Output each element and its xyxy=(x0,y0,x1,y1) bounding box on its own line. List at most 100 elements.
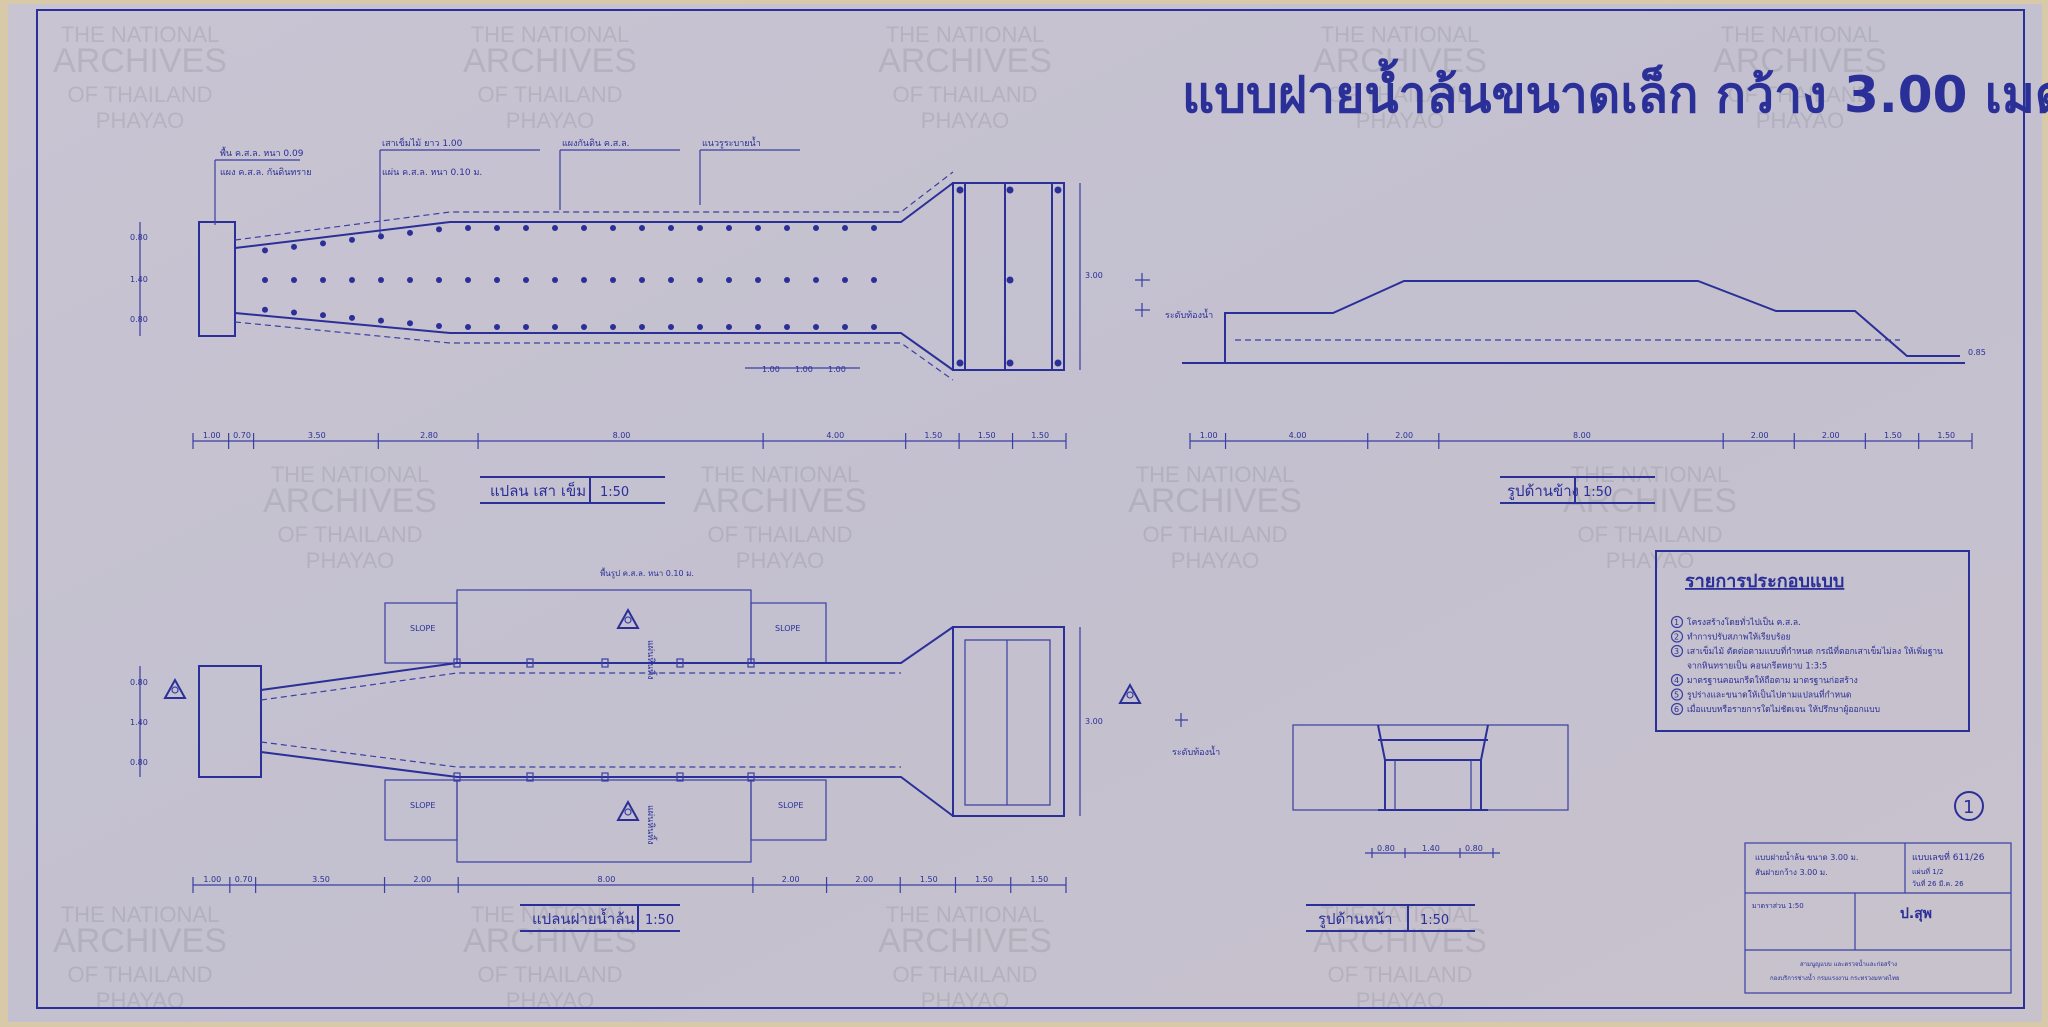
watermark-text: THE NATIONAL xyxy=(886,902,1045,927)
note: พื้น ค.ส.ล. หนา 0.09 xyxy=(220,146,304,159)
watermark-text: THE NATIONAL xyxy=(271,462,430,487)
watermark-text: OF THAILAND xyxy=(1327,962,1472,987)
dimension-label: 2.00 xyxy=(1395,431,1413,440)
pile-mark xyxy=(1006,276,1014,284)
watermark-text: PHAYAO xyxy=(306,548,394,573)
watermark-text: ARCHIVES xyxy=(1313,922,1487,960)
pile-mark xyxy=(581,225,587,231)
dimension-label: 1.00 xyxy=(203,875,221,884)
pile-mark xyxy=(320,240,326,247)
dim: 0.80 xyxy=(130,758,148,767)
pile-mark xyxy=(494,277,500,283)
dim: 1.00 xyxy=(828,365,846,374)
watermark-text: ARCHIVES xyxy=(693,482,867,520)
pile-mark xyxy=(668,277,674,283)
watermark-text: PHAYAO xyxy=(1171,548,1259,573)
pile-mark xyxy=(523,324,529,330)
dimension-label: 0.70 xyxy=(233,431,251,440)
pile-mark xyxy=(552,225,558,231)
legend-number: 1 xyxy=(1674,618,1679,627)
watermark-text: ARCHIVES xyxy=(878,42,1052,80)
view-label: แปลน เสา เข็ม xyxy=(490,481,586,500)
tb-footer: กองบริการช่างน้ำ กรมแรงงาน กระทรวงมหาดไท… xyxy=(1770,972,1900,982)
view-label: รูปด้านข้าง xyxy=(1507,482,1579,500)
pile-mark xyxy=(697,277,703,283)
post-mark xyxy=(453,658,461,668)
watermark-text: PHAYAO xyxy=(1356,108,1444,133)
pile-mark xyxy=(639,225,645,231)
pile-mark xyxy=(407,277,413,283)
sheet-border xyxy=(36,9,2025,1009)
pile-mark xyxy=(871,324,877,330)
front-elevation: ระดับท้องน้ำ 0.80 1.40 0.80 รูปด้านหน้า … xyxy=(1172,713,1569,932)
watermark-text: PHAYAO xyxy=(1756,108,1844,133)
watermark-text: PHAYAO xyxy=(1356,988,1444,1013)
watermark-text: THE NATIONAL xyxy=(886,22,1045,47)
pile-mark xyxy=(523,277,529,283)
tb-drawing-no: แบบเลขที่ 611/26 xyxy=(1912,850,1985,863)
pile-mark xyxy=(813,277,819,283)
watermark-text: ARCHIVES xyxy=(1128,482,1302,520)
pile-mark xyxy=(1006,186,1014,194)
legend-item: เสาเข็มไม้ ตัดต่อตามแบบที่กำหนด กรณีที่ต… xyxy=(1687,645,1943,657)
watermark-text: ARCHIVES xyxy=(1563,482,1737,520)
legend-number: 6 xyxy=(1674,705,1679,714)
dim: 1.40 xyxy=(1422,844,1440,853)
dimension-label: 3.50 xyxy=(312,875,330,884)
dimension-label: 8.00 xyxy=(598,875,616,884)
pile-mark xyxy=(320,312,326,319)
sheet-number-circle xyxy=(1954,791,1984,821)
pile-mark xyxy=(697,324,703,330)
watermark-text: OF THAILAND xyxy=(67,962,212,987)
pile-mark xyxy=(407,229,413,236)
tb-footer: สามนูญแบบ และตรวจน้ำและก่อสร้าง xyxy=(1800,958,1897,968)
watermark-text: OF THAILAND xyxy=(892,962,1037,987)
dimension-label: 2.00 xyxy=(855,875,873,884)
post-mark xyxy=(676,772,684,782)
legend-item: ทำการปรับสภาพให้เรียบร้อย xyxy=(1687,632,1791,643)
watermark-text: THE NATIONAL xyxy=(61,22,220,47)
watermark-text: OF THAILAND xyxy=(477,962,622,987)
watermark-text: ARCHIVES xyxy=(263,482,437,520)
pile-mark xyxy=(697,225,703,231)
legend-number-circle xyxy=(1670,673,1684,687)
legend-item: มาตรฐานคอนกรีตให้ถือตาม มาตรฐานก่อสร้าง xyxy=(1687,675,1858,686)
watermark-text: THE NATIONAL xyxy=(1321,22,1480,47)
dimension-label: 2.00 xyxy=(1751,431,1769,440)
level-label: ระดับท้องน้ำ xyxy=(1165,308,1213,321)
pile-mark xyxy=(1054,186,1062,194)
pile-mark xyxy=(465,277,471,283)
legend-number-circle xyxy=(1670,615,1684,629)
pile-mark xyxy=(784,225,790,231)
watermark-text: ARCHIVES xyxy=(53,42,227,80)
view-scale: 1:50 xyxy=(1583,485,1612,500)
tb-drawing-name: แบบฝายน้ำล้น ขนาด 3.00 ม. xyxy=(1755,851,1858,862)
pile-plan: พื้น ค.ส.ล. หนา 0.09 แผง ค.ส.ล. กันดินทร… xyxy=(130,136,1103,504)
dim: 0.80 xyxy=(1377,844,1395,853)
watermark-text: PHAYAO xyxy=(1606,548,1694,573)
post-mark xyxy=(601,658,609,668)
slope-label: SLOPE xyxy=(778,801,803,810)
dimension-label: 1.50 xyxy=(1031,431,1049,440)
pile-mark xyxy=(378,233,384,240)
pile-mark xyxy=(813,225,819,231)
pile-mark xyxy=(262,247,268,254)
dimension-label: 1.50 xyxy=(1030,875,1048,884)
pile-mark xyxy=(436,277,442,283)
pile-mark xyxy=(610,277,616,283)
pile-mark xyxy=(436,226,442,233)
pile-mark xyxy=(668,225,674,231)
pile-mark xyxy=(291,243,297,250)
dim: 3.00 xyxy=(1085,717,1103,726)
note: พื้นรูป ค.ส.ล. หนา 0.10 ม. xyxy=(600,567,694,579)
legend-item: โครงสร้างโดยทั่วไปเป็น ค.ส.ล. xyxy=(1687,616,1801,628)
dim: 1.40 xyxy=(130,275,148,284)
legend-number: 4 xyxy=(1674,676,1679,685)
dim: 3.00 xyxy=(1085,271,1103,280)
dimension-label: 1.50 xyxy=(924,431,942,440)
pile-mark xyxy=(956,359,964,367)
post-mark xyxy=(453,772,461,782)
watermark-text: OF THAILAND xyxy=(1727,82,1872,107)
view-scale: 1:50 xyxy=(645,913,674,928)
